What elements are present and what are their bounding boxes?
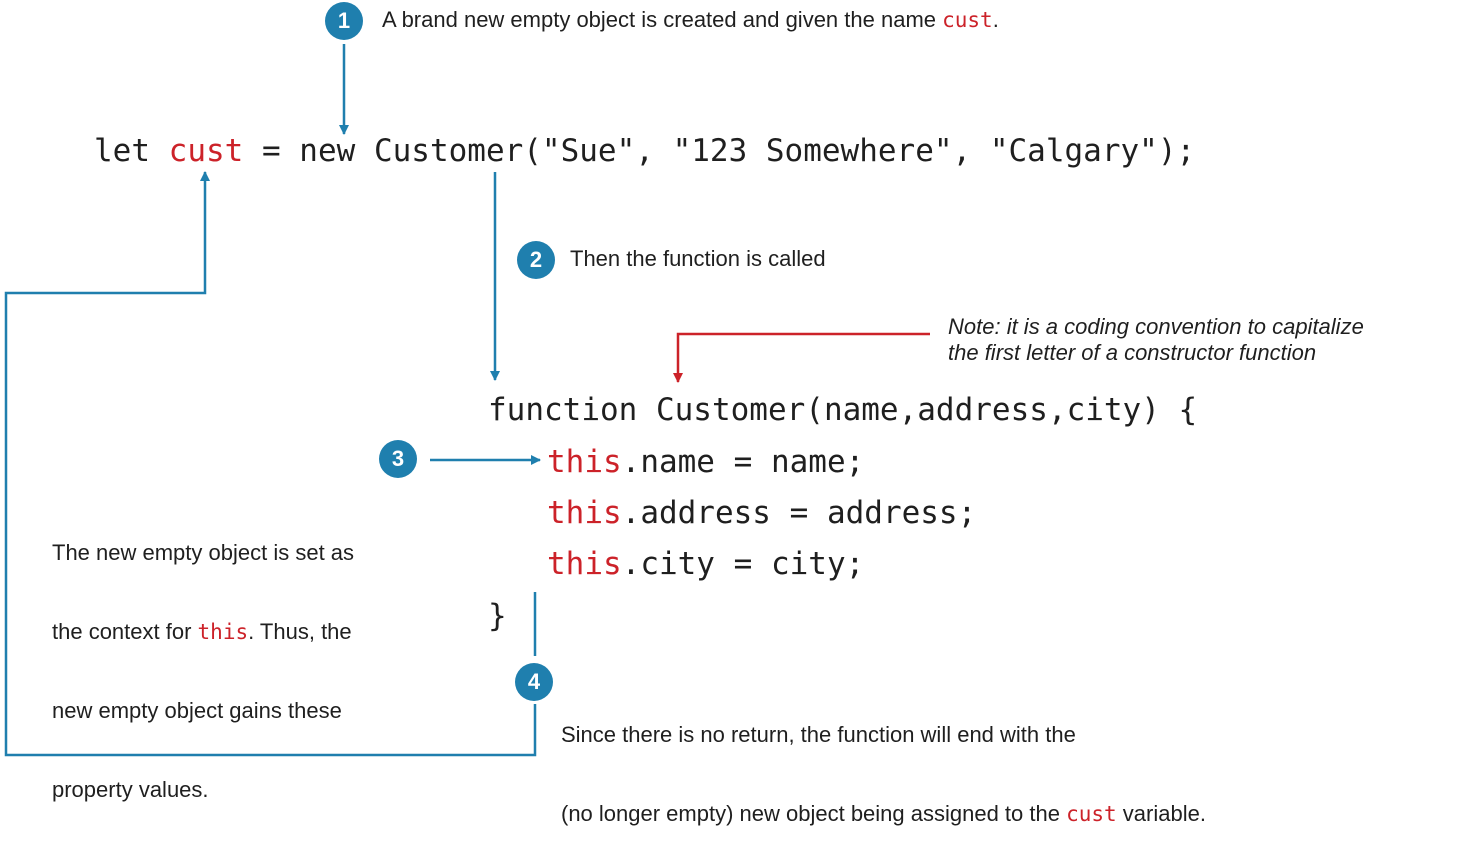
note-text: Note: it is a coding convention to capit… <box>948 314 1364 367</box>
arrow-note <box>673 332 930 383</box>
step3-line2: the context for this. Thus, the <box>52 618 352 644</box>
step4-number: 4 <box>527 669 541 694</box>
step4-badge: 4 <box>515 663 553 701</box>
code-body-line-address: this.address = address; <box>547 498 976 529</box>
code-line-instantiation: let cust = new Customer("Sue", "123 Some… <box>94 136 1195 167</box>
step3-number: 3 <box>391 446 405 471</box>
step1-code: cust <box>942 8 993 32</box>
code-new-call: = new Customer("Sue", "123 Somewhere", "… <box>243 133 1196 169</box>
note-line1: Note: it is a coding convention to capit… <box>948 314 1364 339</box>
step3-text: The new empty object is set as the conte… <box>52 487 354 830</box>
step1-number: 1 <box>337 8 351 33</box>
code-body-rest: .address = address; <box>621 495 977 531</box>
code-this-keyword: this <box>547 546 622 582</box>
step2-number: 2 <box>529 247 543 272</box>
code-let: let <box>94 133 169 169</box>
code-closing-brace: } <box>488 598 507 634</box>
step3-badge: 3 <box>379 440 417 478</box>
step4-text: Since there is no return, the function w… <box>561 669 1206 854</box>
step2-text: Then the function is called <box>570 246 826 271</box>
step1-text-post: . <box>992 7 999 32</box>
code-cust-variable: cust <box>168 133 244 169</box>
code-function-header: function Customer(name,address,city) { <box>488 392 1198 428</box>
code-body-rest: .name = name; <box>621 444 865 480</box>
step3-line3: new empty object gains these <box>52 698 342 724</box>
step4-line1: Since there is no return, the function w… <box>561 721 1076 747</box>
step4-cust-code: cust <box>1066 801 1117 826</box>
code-this-keyword: this <box>547 444 622 480</box>
step1-badge: 1 <box>325 2 363 40</box>
step1-text-pre: A brand new empty object is created and … <box>382 7 943 32</box>
code-body-rest: .city = city; <box>621 546 865 582</box>
connector-arrows <box>4 44 930 757</box>
step2-badge: 2 <box>517 241 555 279</box>
arrow-return-path <box>4 171 537 757</box>
step1-text: A brand new empty object is created and … <box>382 7 999 33</box>
code-body-line-city: this.city = city; <box>547 549 864 580</box>
code-this-keyword: this <box>547 495 622 531</box>
step3-this-code: this <box>197 619 249 644</box>
step3-line1: The new empty object is set as <box>52 539 355 565</box>
step4-line2: (no longer empty) new object being assig… <box>561 800 1206 826</box>
note-line2: the first letter of a constructor functi… <box>948 340 1317 366</box>
code-body-line-name: this.name = name; <box>547 447 864 478</box>
step3-line4: property values. <box>52 777 209 803</box>
